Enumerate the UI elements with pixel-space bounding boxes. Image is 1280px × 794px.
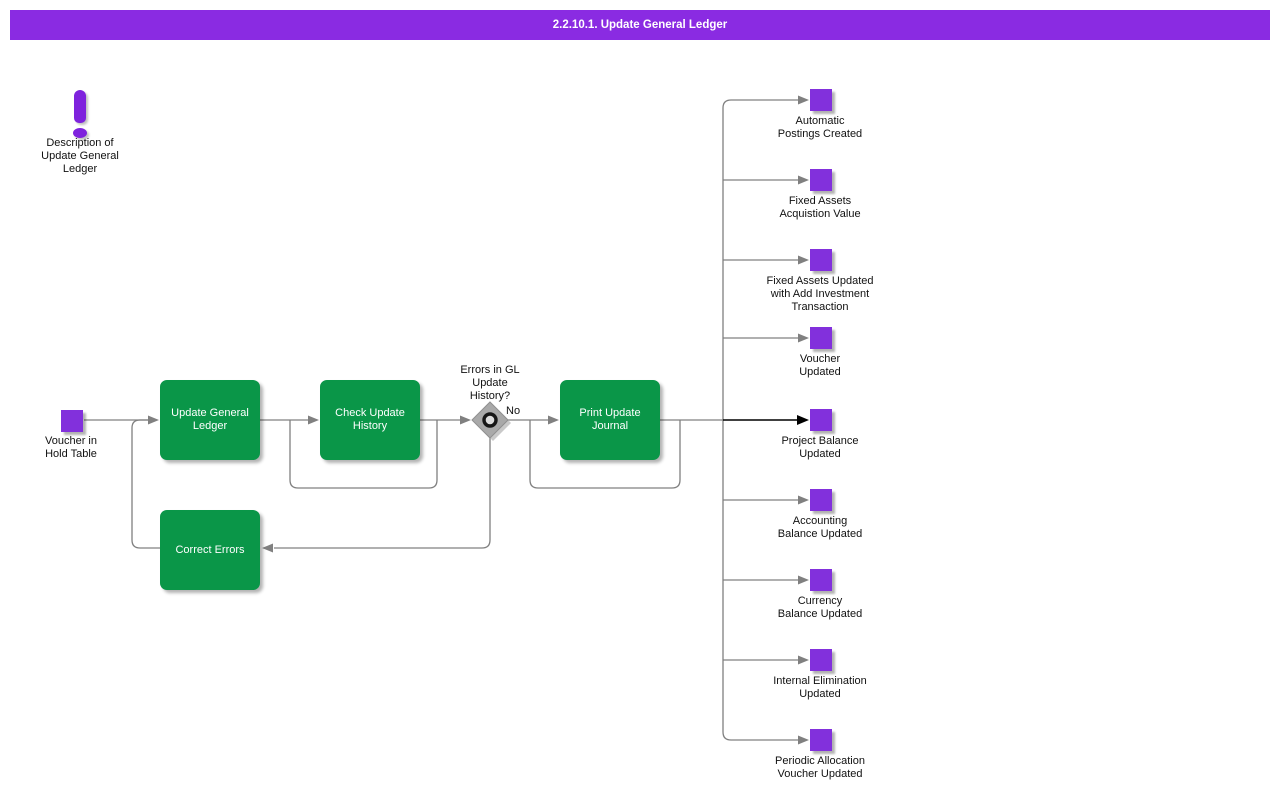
process-update-general-ledger[interactable]: Update General Ledger bbox=[160, 380, 260, 460]
output-node-project-balance: Project Balance Updated bbox=[735, 409, 905, 469]
page-title: 2.2.10.1. Update General Ledger bbox=[552, 19, 728, 31]
output-node-periodic-allocation: Periodic Allocation Voucher Updated bbox=[735, 729, 905, 789]
diagram-title-bar: 2.2.10.1. Update General Ledger bbox=[10, 10, 1270, 40]
process-correct-errors[interactable]: Correct Errors bbox=[160, 510, 260, 590]
output-label: Internal Elimination Updated bbox=[773, 675, 867, 700]
output-node-fixed-assets-acquistion: Fixed Assets Acquistion Value bbox=[735, 169, 905, 229]
output-label: Fixed Assets Acquistion Value bbox=[779, 195, 861, 220]
output-label: Currency Balance Updated bbox=[777, 595, 863, 620]
entity-square-icon[interactable] bbox=[810, 249, 832, 271]
output-node-accounting-balance: Accounting Balance Updated bbox=[735, 489, 905, 549]
entity-square-icon[interactable] bbox=[810, 327, 832, 349]
output-node-fixed-assets-investment: Fixed Assets Updated with Add Investment… bbox=[735, 249, 905, 313]
entity-square-icon[interactable] bbox=[810, 729, 832, 751]
entity-square-icon[interactable] bbox=[810, 489, 832, 511]
start-entity-label: Voucher in Hold Table bbox=[45, 435, 97, 460]
output-label: Voucher Updated bbox=[799, 353, 841, 378]
entity-square-icon[interactable] bbox=[810, 89, 832, 111]
output-label: Automatic Postings Created bbox=[777, 115, 863, 140]
process-print-update-journal[interactable]: Print Update Journal bbox=[560, 380, 660, 460]
decision-diamond[interactable] bbox=[471, 401, 511, 441]
entity-square-icon[interactable] bbox=[810, 409, 832, 431]
description-note-label: Description of Update General Ledger bbox=[41, 137, 119, 175]
entity-square-icon[interactable] bbox=[810, 649, 832, 671]
output-label: Periodic Allocation Voucher Updated bbox=[775, 755, 865, 780]
process-check-update-history[interactable]: Check Update History bbox=[320, 380, 420, 460]
output-label: Project Balance Updated bbox=[781, 435, 859, 460]
description-note-icon[interactable] bbox=[74, 90, 86, 123]
output-label: Accounting Balance Updated bbox=[777, 515, 863, 540]
output-label: Fixed Assets Updated with Add Investment… bbox=[766, 275, 874, 313]
description-note-icon-dot[interactable] bbox=[73, 128, 87, 138]
decision-no-branch-label: No bbox=[506, 405, 521, 417]
entity-voucher-in-hold-table[interactable] bbox=[61, 410, 83, 432]
output-node-automatic-postings: Automatic Postings Created bbox=[735, 89, 905, 149]
output-node-internal-elimination: Internal Elimination Updated bbox=[735, 649, 905, 709]
output-node-voucher-updated: Voucher Updated bbox=[735, 327, 905, 387]
output-node-currency-balance: Currency Balance Updated bbox=[735, 569, 905, 629]
entity-square-icon[interactable] bbox=[810, 169, 832, 191]
entity-square-icon[interactable] bbox=[810, 569, 832, 591]
decision-question-label: Errors in GL Update History? bbox=[460, 364, 520, 402]
